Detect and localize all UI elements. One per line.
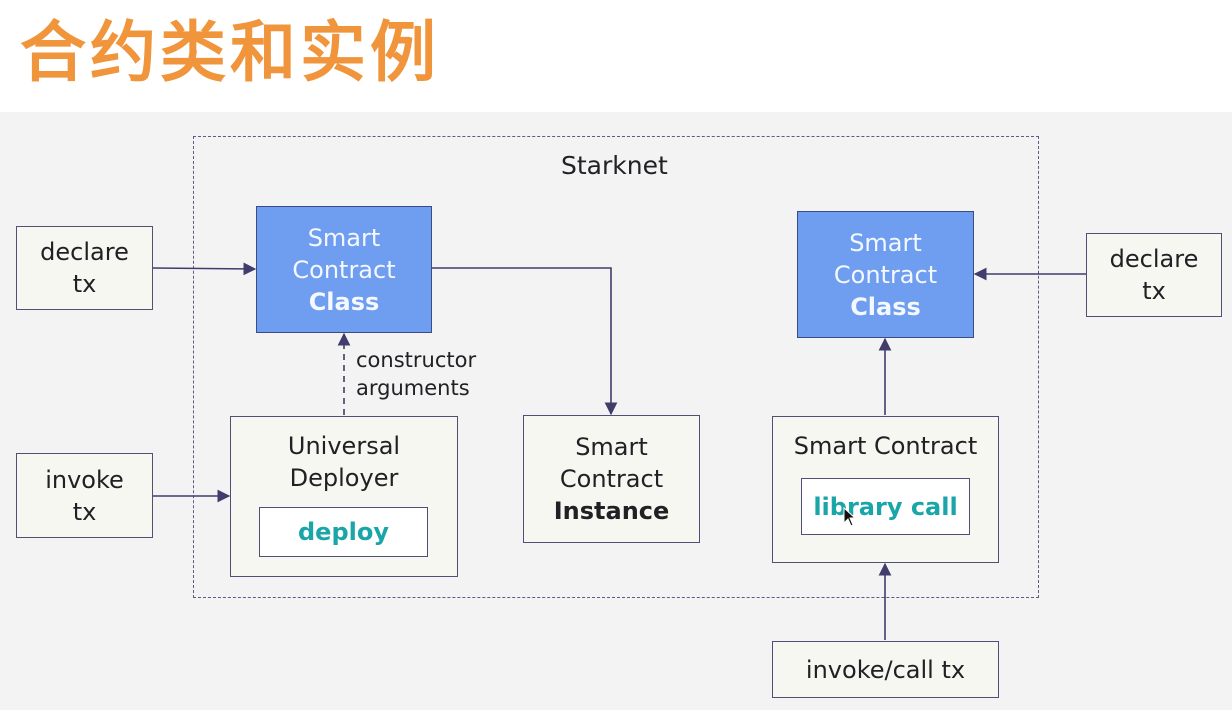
left-invoke-line1: invoke <box>45 465 124 494</box>
instance-line3: Instance <box>553 497 670 525</box>
invoke-call-tx-box: invoke/call tx <box>772 641 999 698</box>
left-class-line3: Class <box>308 287 380 316</box>
right-declare-tx-box: declare tx <box>1086 233 1222 317</box>
left-declare-line1: declare <box>40 238 129 266</box>
deployer-line1: Universal <box>287 432 401 460</box>
instance-line1: Smart <box>575 433 648 461</box>
contract-instance-box: Smart Contract Instance <box>523 415 700 543</box>
left-class-line1: Smart <box>307 223 381 252</box>
invoke-call-label: invoke/call tx <box>805 655 966 684</box>
right-contract-class-box: Smart Contract Class <box>797 211 974 338</box>
right-class-line2: Contract <box>833 260 938 289</box>
right-class-line1: Smart <box>849 228 922 257</box>
left-declare-tx-box: declare tx <box>16 226 153 310</box>
note-line2: arguments <box>356 376 470 400</box>
left-class-line2: Contract <box>292 255 396 284</box>
left-invoke-tx-box: invoke tx <box>16 453 153 538</box>
page-title: 合约类和实例 <box>20 14 440 91</box>
library-call-button[interactable]: library call <box>801 478 970 535</box>
right-contract-title: Smart Contract <box>793 432 978 460</box>
left-contract-class-box: Smart Contract Class <box>256 206 432 333</box>
note-line1: constructor <box>356 348 477 372</box>
starknet-boundary <box>193 136 1039 598</box>
right-declare-line2: tx <box>1142 277 1166 305</box>
deploy-button[interactable]: deploy <box>259 507 428 557</box>
right-declare-line1: declare <box>1109 245 1199 273</box>
deployer-line2: Deployer <box>289 464 399 492</box>
mouse-cursor-icon <box>843 507 857 527</box>
constructor-arguments-note: constructor arguments <box>356 346 476 402</box>
left-invoke-line2: tx <box>72 497 97 526</box>
left-declare-line2: tx <box>72 270 97 298</box>
starknet-label: Starknet <box>561 151 668 180</box>
instance-line2: Contract <box>559 465 664 493</box>
right-class-line3: Class <box>850 292 921 321</box>
